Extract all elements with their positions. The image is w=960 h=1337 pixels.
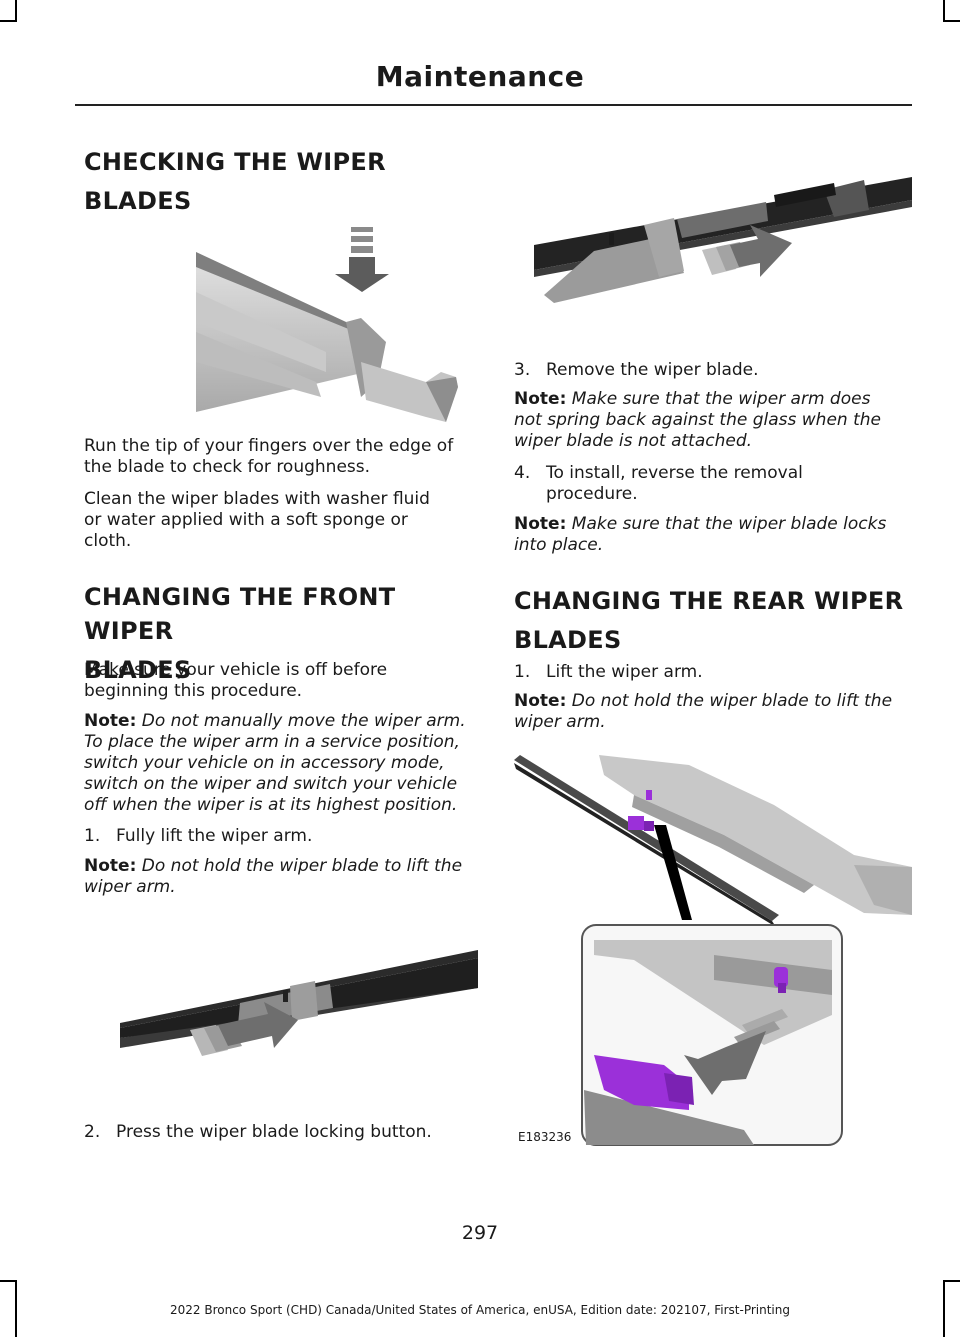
note-hold-blade: Note: Do not hold the wiper blade to lif… [84,856,463,897]
rear-wiper-illustration [514,755,912,1146]
right-arrow-icon [730,225,792,277]
page-section-title: Maintenance [375,60,585,93]
crop-mark [943,1280,945,1337]
paragraph-vehicle-off: Make sure your vehicle is off before beg… [84,660,388,701]
paragraph-clean-blades: Clean the wiper blades with washer fluid… [84,489,430,551]
down-left-arrow-icon [684,1031,766,1095]
crop-mark [15,1280,17,1337]
header-divider [75,104,912,106]
heading-changing-rear-wiper-blades: CHANGING THE REAR WIPER BLADES [514,587,904,654]
down-arrow-icon [335,257,389,292]
crop-mark [15,0,17,22]
crop-mark [943,1280,960,1282]
note-rear-hold-blade: Note: Do not hold the wiper blade to lif… [514,691,893,732]
arrow-stripe [351,236,373,242]
page-number: 297 [461,1222,499,1244]
crop-mark [943,0,945,22]
note-locks-into-place: Note: Make sure that the wiper blade loc… [514,514,887,555]
footer-edition-info: 2022 Bronco Sport (CHD) Canada/United St… [170,1303,790,1317]
wiper-blade-edge-illustration [196,227,458,422]
note-spring-back: Note: Make sure that the wiper arm does … [514,389,881,451]
front-wiper-remove-illustration [534,177,912,303]
arrow-stripe [351,227,373,232]
heading-changing-front-wiper-blades: CHANGING THE FRONT WIPER BLADES [84,583,396,684]
arrow-stripe [742,1009,788,1033]
front-wiper-press-illustration [120,950,478,1056]
arrow-stripe [734,1021,780,1045]
crop-mark [0,20,17,22]
heading-checking-wiper-blades: CHECKING THE WIPER BLADES [84,148,386,215]
crop-mark [943,20,960,22]
note-service-position: Note: Do not manually move the wiper arm… [84,711,466,815]
figure-code: E183236 [518,1130,572,1144]
arrow-stripe [351,246,373,253]
paragraph-check-roughness: Run the tip of your fingers over the edg… [84,436,454,477]
note-label: Note: [84,711,137,731]
crop-mark [0,1280,17,1282]
right-arrow-icon [218,1002,298,1048]
